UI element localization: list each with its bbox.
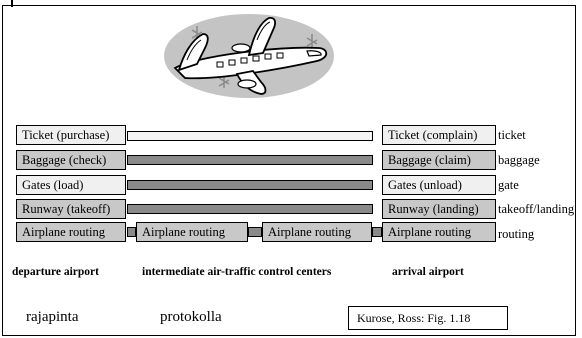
baggage-peer-bar: [127, 155, 373, 165]
layer-label-takeoff-landing: takeoff/landing: [498, 202, 575, 216]
departure-gates-box: Gates (load): [16, 175, 126, 195]
intermediate-routing-box-1: Airplane routing: [136, 222, 248, 242]
airplane-clipart-icon: [164, 14, 334, 98]
layer-label-ticket: ticket: [498, 128, 526, 142]
arrival-ticket-box: Ticket (complain): [382, 125, 496, 145]
arrival-baggage-box: Baggage (claim): [382, 150, 496, 170]
reference-box: Kurose, Ross: Fig. 1.18: [348, 306, 508, 330]
arrival-gates-box: Gates (unload): [382, 175, 496, 195]
ticket-peer-bar: [127, 131, 373, 141]
departure-routing-box: Airplane routing: [16, 222, 126, 242]
layer-label-gate: gate: [498, 178, 519, 192]
diagram-frame: [2, 5, 576, 336]
arrival-airport-caption: arrival airport: [392, 266, 464, 278]
routing-link-bar-1: [127, 227, 136, 237]
gates-peer-bar: [127, 180, 373, 190]
intermediate-centers-caption: intermediate air-traffic control centers: [142, 266, 332, 278]
layer-label-baggage: baggage: [498, 153, 540, 167]
arrival-routing-box: Airplane routing: [382, 222, 496, 242]
interface-note: rajapinta: [26, 309, 79, 325]
departure-baggage-box: Baggage (check): [16, 150, 126, 170]
departure-airport-caption: departure airport: [12, 266, 99, 278]
intermediate-routing-box-2: Airplane routing: [262, 222, 372, 242]
routing-link-bar-3: [372, 227, 382, 237]
layer-label-routing: routing: [498, 227, 535, 241]
corner-mark: [11, 0, 13, 7]
routing-link-bar-2: [248, 227, 262, 237]
protocol-note: protokolla: [160, 309, 222, 325]
runway-peer-bar: [127, 204, 373, 214]
arrival-runway-box: Runway (landing): [382, 199, 496, 219]
departure-runway-box: Runway (takeoff): [16, 199, 126, 219]
departure-ticket-box: Ticket (purchase): [16, 125, 126, 145]
